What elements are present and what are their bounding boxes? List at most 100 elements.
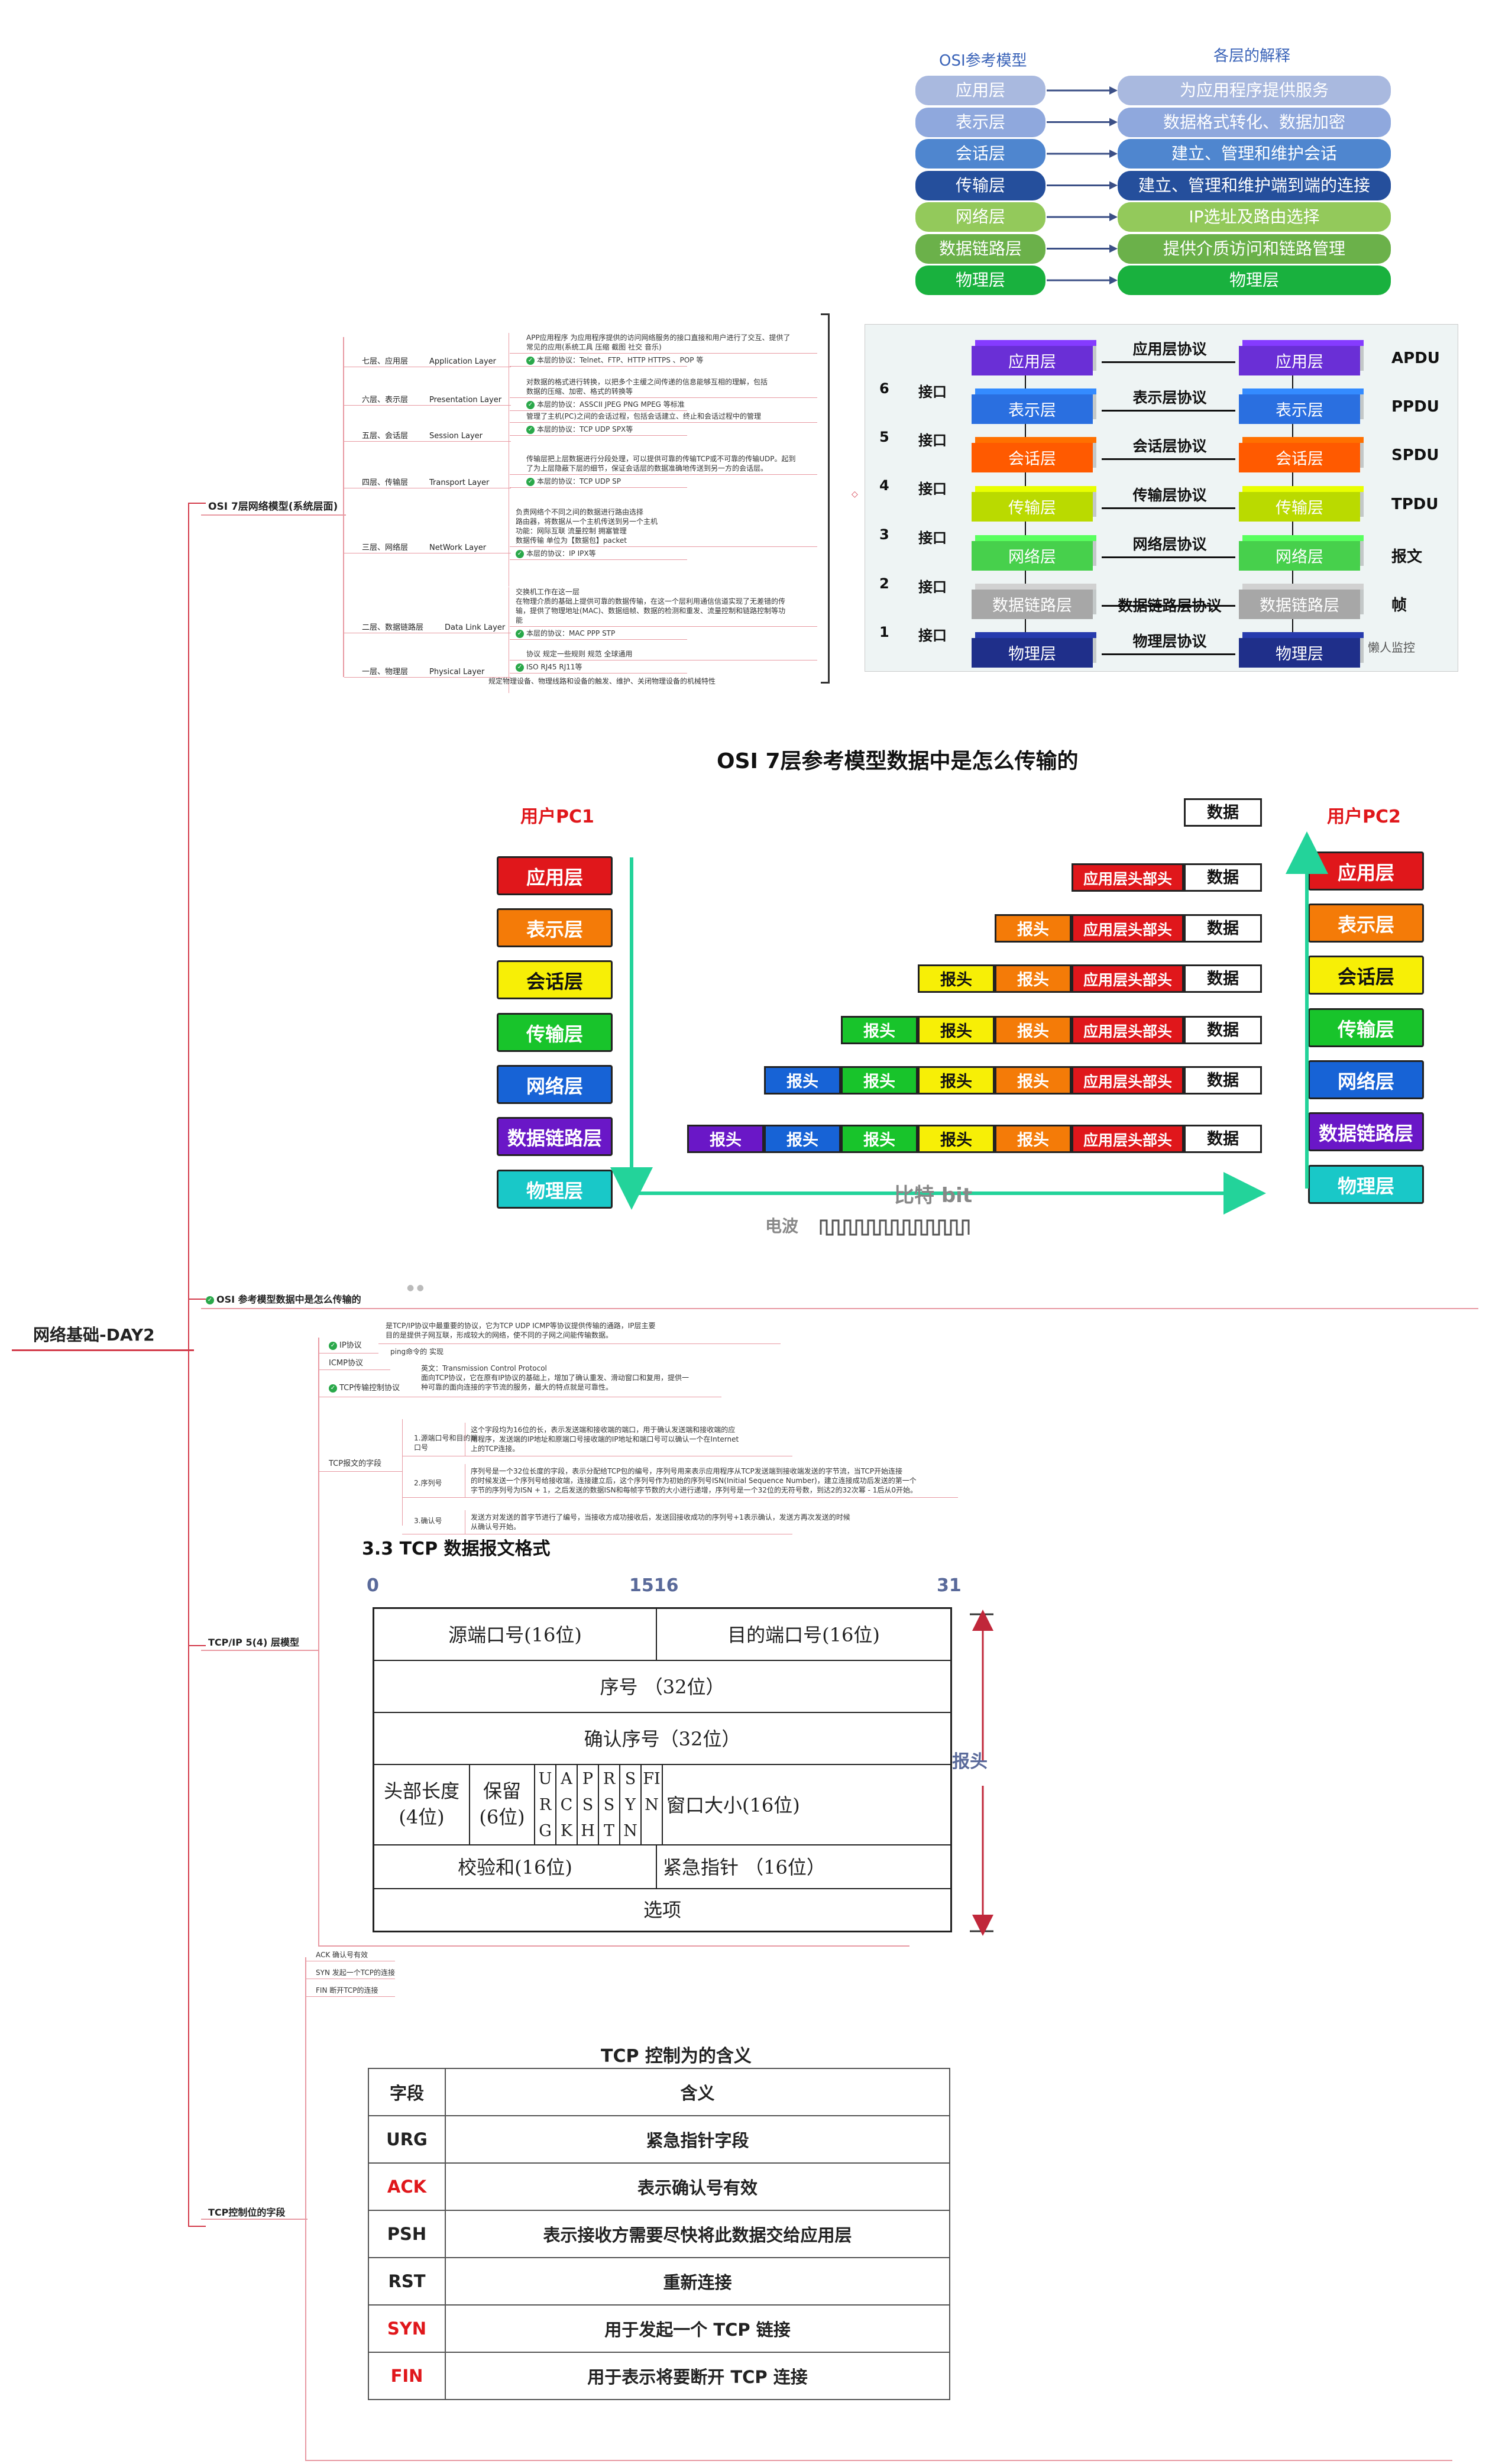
- osi-layer-pill[interactable]: 网络层: [915, 202, 1045, 232]
- osi7-proto-text: 本层的协议：TCP UDP SP: [537, 477, 621, 485]
- stack-interface-label: 接口: [918, 481, 947, 497]
- packet-data-cell: 数据: [1184, 863, 1262, 892]
- stack-protocol-label: 物理层协议: [1132, 633, 1207, 650]
- ctl-row-meaning: 用于表示将要断开 TCP 连接: [445, 2352, 950, 2400]
- stack-protocol-label: 传输层协议: [1132, 487, 1207, 504]
- ctl-note[interactable]: FIN 断开TCP的连接: [316, 1986, 378, 1994]
- packet-data-cell: 数据: [1184, 964, 1262, 993]
- stack-vertical-link: [1025, 571, 1026, 590]
- ctl-note[interactable]: SYN 发起一个TCP的连接: [316, 1968, 395, 1977]
- ctl-row-field: FIN: [368, 2352, 446, 2400]
- tcp-field-key[interactable]: 3.确认号: [414, 1517, 442, 1525]
- stack-vertical-link: [1292, 424, 1293, 443]
- packet-header-segment: 报头: [841, 1066, 918, 1095]
- osi7-proto-underline: [510, 639, 687, 640]
- checksum-field: 校验和(16位): [374, 1845, 657, 1889]
- icmp-node[interactable]: ICMP协议: [329, 1359, 363, 1368]
- branch-osi7-node[interactable]: OSI 7层网络模型(系统层面): [208, 498, 338, 513]
- osi7-layer-en: Data Link Layer: [445, 623, 506, 632]
- ctl-note[interactable]: ACK 确认号有效: [316, 1951, 368, 1959]
- ctl-row-field: PSH: [368, 2210, 446, 2258]
- packet-header-segment: 报头: [918, 1016, 995, 1044]
- branch-transmit-node[interactable]: ✓OSI 参考模型数据中是怎么传输的: [206, 1291, 361, 1306]
- root-node[interactable]: 网络基础-DAY2: [33, 1325, 155, 1345]
- branch-ctl-node[interactable]: TCP控制位的字段: [208, 2207, 286, 2218]
- tcp-flag-cell: RST: [599, 1765, 620, 1845]
- collapse-dot[interactable]: ◇: [852, 490, 858, 499]
- tcpip-bottom-line: [318, 1945, 909, 1947]
- tcp-flag-cell: SYN: [620, 1765, 642, 1845]
- pc1-layer-box: 表示层: [497, 908, 613, 947]
- stack-left-layer: 表示层: [972, 394, 1093, 424]
- stack-vertical-link: [1292, 522, 1293, 540]
- osi7-layer-name: 七层、应用层: [362, 357, 409, 366]
- seq-field: 序号 （32位）: [374, 1661, 950, 1713]
- pc2-layer-box: 会话层: [1308, 956, 1424, 995]
- osi7-desc-underline: [510, 474, 817, 475]
- pc1-layer-box: 会话层: [497, 960, 613, 999]
- ip-protocol-node[interactable]: ✓IP协议: [329, 1341, 362, 1351]
- osi7-layer-name: 六层、表示层: [362, 396, 409, 404]
- ip-underline: [319, 1353, 378, 1354]
- osi-layer-pill[interactable]: 传输层: [915, 170, 1045, 200]
- packet-header-segment: 报头: [995, 1066, 1072, 1095]
- branch-tcpip-underline: [201, 1650, 319, 1651]
- tcp-field-key[interactable]: 1.源端口号和目的端口号: [414, 1434, 478, 1452]
- tcp-field-desc-line: 用程序，发送端的IP地址和原端口号接收端的IP地址和端口号可以确认一个在Inte…: [471, 1435, 739, 1443]
- ip-desc-line: 目的是提供子网互联，形成较大的网络，使不同的子网之间能传输数据。: [386, 1331, 613, 1339]
- trunk-line: [188, 503, 189, 2226]
- tcp-protocol-node[interactable]: ✓TCP传输控制协议: [329, 1384, 400, 1393]
- packet-header-segment: 报头: [995, 1016, 1072, 1044]
- stack-protocol-arrow: [1102, 605, 1235, 607]
- packet-app-header: 应用层头部头: [1072, 1066, 1184, 1095]
- collapse-dots[interactable]: ● ●: [407, 1283, 424, 1293]
- osi7-layer-en: Presentation Layer: [429, 396, 502, 404]
- osi7-proto-underline: [510, 366, 687, 367]
- osi7-layer-node[interactable]: 六层、表示层 Presentation Layer: [362, 393, 501, 404]
- osi-explain-pill: 建立、管理和维护会话: [1118, 139, 1391, 169]
- packet-header-segment: 报头: [995, 1125, 1072, 1153]
- stack-protocol-label: 会话层协议: [1132, 438, 1207, 455]
- stack-vertical-link: [1292, 472, 1293, 491]
- osi7-desc-underline: [510, 626, 817, 627]
- bracket: [821, 313, 830, 684]
- osi-layer-pill[interactable]: 应用层: [915, 76, 1045, 105]
- osi7-desc-underline: [510, 422, 817, 423]
- branch-tcpip-node[interactable]: TCP/IP 5(4) 层模型: [208, 1637, 299, 1648]
- osi7-layer-name: 一层、物理层: [362, 668, 409, 676]
- osi-explain-pill: 建立、管理和维护端到端的连接: [1118, 170, 1391, 200]
- osi-layer-pill[interactable]: 物理层: [915, 265, 1045, 295]
- osi-layer-pill[interactable]: 数据链路层: [915, 234, 1045, 264]
- osi-explain-pill: 为应用程序提供服务: [1118, 76, 1391, 105]
- ip-protocol-node-text: IP协议: [339, 1341, 362, 1350]
- osi7-layer-name: 五层、会话层: [362, 431, 409, 441]
- stack-interface-label: 接口: [918, 627, 947, 644]
- osi-layer-pill[interactable]: 会话层: [915, 139, 1045, 169]
- packet-header-segment: 报头: [995, 964, 1072, 993]
- osi-layer-pill[interactable]: 表示层: [915, 107, 1045, 137]
- hlen-line2: (4位): [399, 1806, 445, 1828]
- stack-unit-label: 帧: [1391, 597, 1407, 614]
- tcp-fields-node[interactable]: TCP报文的字段: [329, 1459, 381, 1469]
- bits-label: 比特 bit: [894, 1184, 973, 1207]
- pc2-layer-box: 表示层: [1308, 904, 1424, 943]
- branch-osi7-underline: [201, 514, 346, 516]
- check-icon: ✓: [526, 477, 535, 486]
- packet-app-header: 应用层头部头: [1072, 1016, 1184, 1044]
- osi7-desc-line: 管理了主机(PC)之间的会话过程，包括会话建立、终止和会话过程中的管理: [526, 412, 761, 420]
- packet-header-segment: 报头: [918, 964, 995, 993]
- packet-app-header: 应用层头部头: [1072, 863, 1184, 892]
- osi7-desc-line: 了为上层隐蔽下层的细节，保证会话层的数据准确地传送到另一方的会话层。: [526, 464, 768, 472]
- stack-protocol-arrow: [1102, 361, 1235, 363]
- check-icon: ✓: [516, 549, 524, 558]
- osi-explain-pill: 提供介质访问和链路管理: [1118, 234, 1391, 264]
- tcp-field-key[interactable]: 2.序列号: [414, 1479, 442, 1487]
